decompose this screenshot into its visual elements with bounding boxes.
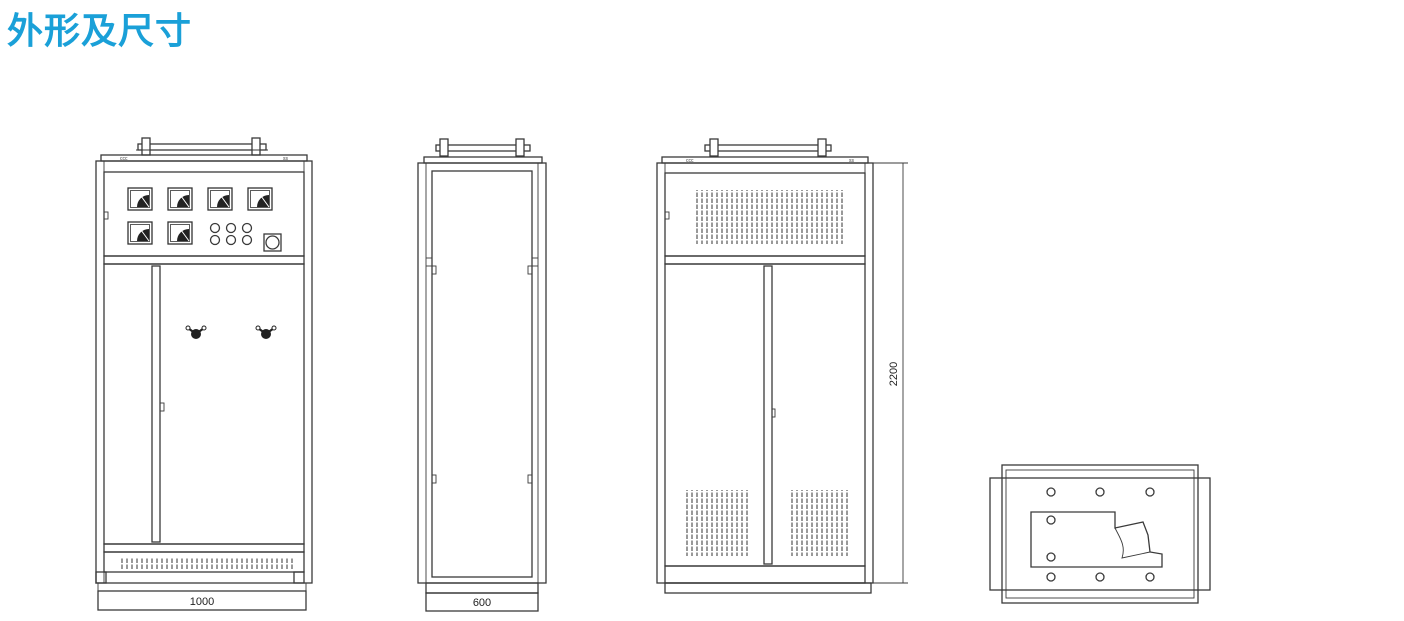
lifting-bar <box>704 138 832 157</box>
lifting-bar <box>136 137 268 156</box>
width-dimension <box>97 590 307 611</box>
meter-icon <box>167 221 193 245</box>
meter-icon <box>207 187 233 211</box>
lifting-bar <box>435 138 531 157</box>
cabinet-frame <box>95 160 313 584</box>
cable-opening <box>1030 511 1163 568</box>
front-top-left-mark: ccc <box>120 156 128 162</box>
bottom-vent <box>103 551 305 573</box>
indicator-lamps <box>209 222 253 246</box>
front-width-label: 1000 <box>190 596 214 608</box>
meter-icon <box>127 221 153 245</box>
door-vent <box>788 490 850 556</box>
knob-icon <box>184 324 208 341</box>
base-view <box>989 464 1211 604</box>
front-view: ccc ss 1000 <box>95 137 313 611</box>
mounting-holes <box>1046 487 1155 582</box>
side-frame <box>417 162 547 584</box>
door-divider <box>763 265 773 565</box>
rear-top-left-mark: ccc <box>686 158 694 164</box>
side-view: 600 <box>417 138 547 612</box>
rear-height-label: 2200 <box>888 362 900 386</box>
depth-dimension <box>425 592 539 612</box>
side-width-label: 600 <box>473 597 491 609</box>
switch-icon <box>263 233 282 252</box>
door-divider <box>151 265 161 543</box>
front-top-right-mark: ss <box>283 156 289 162</box>
rear-top-right-mark: ss <box>849 158 855 164</box>
meter-icon <box>167 187 193 211</box>
page-title: 外形及尺寸 <box>7 11 193 52</box>
door-vent <box>686 490 748 556</box>
knob-icon <box>254 324 278 341</box>
rear-view: ccc ss 2200 <box>656 138 908 594</box>
meter-icon <box>247 187 273 211</box>
height-dimension: 2200 <box>873 162 908 584</box>
meter-icon <box>127 187 153 211</box>
